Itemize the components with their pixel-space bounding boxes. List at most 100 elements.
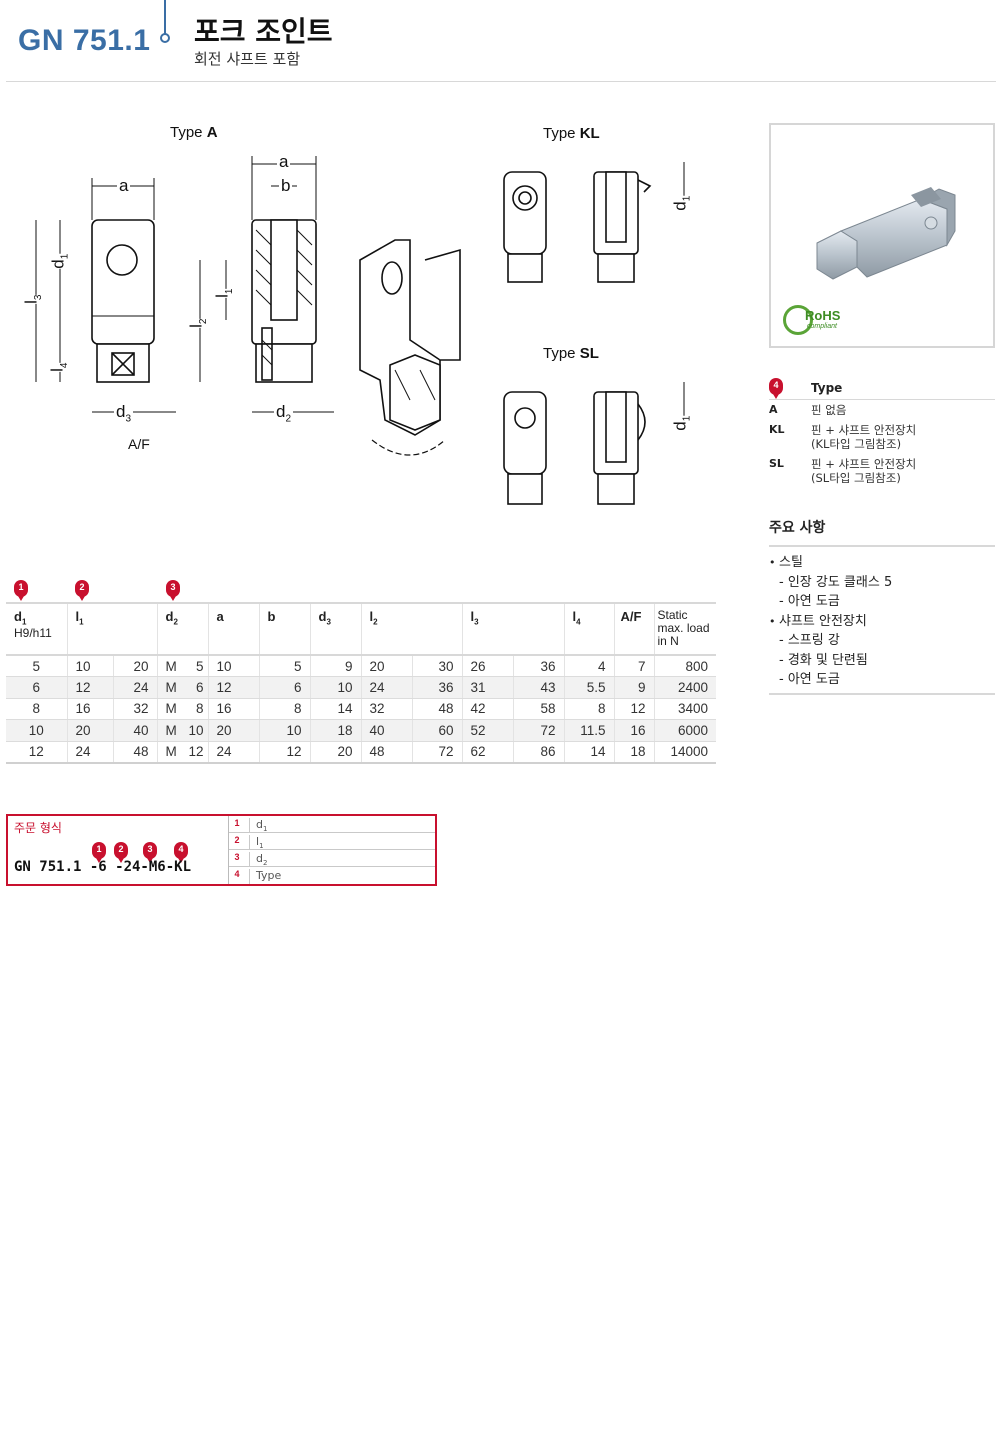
col-d3: d3: [309, 602, 361, 656]
fact-subitem: 아연 도금: [769, 670, 995, 690]
cell: 11.5: [563, 719, 614, 742]
badge-1: 1: [92, 842, 106, 863]
cell: 24: [112, 676, 157, 699]
table-row: 6 12 24 M 6 12 6 10 24 36 31 43 5.5 9 24…: [6, 676, 716, 699]
cell: 86: [512, 741, 564, 764]
type-row-a: A 핀 없음: [769, 400, 995, 420]
table-row: 10 20 40 M 10 20 10 18 40 60 52 72 11.5 …: [6, 719, 716, 742]
cell: 14: [309, 698, 361, 720]
order-legend: 1 d1 2 l1 3 d2 4 Type: [228, 816, 435, 884]
dim-d3-label: d3: [114, 402, 134, 425]
table-row: 8 16 32 M 8 16 8 14 32 48 42 58 8 12 340…: [6, 698, 716, 720]
key-facts-list: 스틸 인장 강도 클래스 5 아연 도금 샤프트 안전장치 스프링 강 경화 및…: [769, 553, 995, 695]
type-sl-label: Type SL: [543, 345, 599, 362]
cell: 16: [66, 698, 113, 720]
key-facts-title: 주요 사항: [769, 517, 995, 547]
cell: 30: [411, 655, 462, 677]
dim-l3-label: l3: [21, 294, 44, 304]
fact-subitem: 아연 도금: [769, 592, 995, 612]
dim-a-label: a: [117, 176, 131, 196]
cell: 8: [177, 698, 208, 720]
cell: 20: [66, 719, 113, 742]
cell: 16: [207, 698, 259, 720]
cell: 6: [258, 676, 310, 699]
cell: 48: [112, 741, 157, 764]
legend-row: 3 d2: [229, 850, 435, 867]
type-desc: 핀 + 샤프트 안전장치(KL타입 그림참조): [811, 423, 917, 451]
col-af: A/F: [613, 602, 654, 656]
cell: 8: [6, 698, 67, 720]
cell: 7: [613, 655, 654, 677]
cell: 8: [563, 698, 614, 720]
col-l3: l3: [461, 602, 564, 656]
cell: M: [156, 655, 177, 677]
dim-a-side-label: a: [277, 152, 291, 172]
legend-desc: l1: [249, 835, 264, 850]
col-l1: l1: [66, 602, 157, 656]
cell: 8: [258, 698, 310, 720]
product-photo: RoHS compliant: [769, 123, 995, 348]
fact-subitem: 스프링 강: [769, 631, 995, 651]
legend-number: 1: [234, 818, 240, 828]
product-code: GN 751.1: [18, 24, 151, 57]
type-key: KL: [769, 423, 785, 436]
table-row: 5 10 20 M 5 10 5 9 20 30 26 36 4 7 800: [6, 655, 716, 677]
type-a-side-view: [251, 219, 317, 383]
col-b: b: [258, 602, 310, 656]
type-legend-title: Type: [811, 381, 843, 395]
cell: 20: [112, 655, 157, 677]
cell: 6000: [653, 719, 716, 742]
cell: M: [156, 676, 177, 699]
legend-desc: Type: [249, 869, 281, 884]
isometric-view: [359, 239, 461, 456]
cell: 20: [360, 655, 412, 677]
type-row-kl: KL 핀 + 샤프트 안전장치(KL타입 그림참조): [769, 420, 995, 454]
cell: 26: [461, 655, 513, 677]
col-l4: l4: [563, 602, 614, 656]
rohs-check-icon: [783, 305, 813, 335]
cell: 52: [461, 719, 513, 742]
fork-joint-image: [816, 187, 956, 280]
cell: M: [156, 719, 177, 742]
kl-dim-d1-label: d1: [670, 195, 693, 211]
cell: 20: [207, 719, 259, 742]
type-a-front-view: [91, 219, 155, 383]
legend-number: 3: [234, 852, 240, 862]
cell: 12: [177, 741, 208, 764]
header-divider-dot: [160, 33, 170, 43]
cell: 14000: [653, 741, 716, 764]
dim-l4-label: l4: [47, 362, 70, 372]
badge-2: 2: [75, 580, 89, 601]
cell: 18: [309, 719, 361, 742]
cell: 5: [177, 655, 208, 677]
type-desc: 핀 없음: [811, 403, 847, 417]
cell: 12: [207, 676, 259, 699]
cell: 24: [360, 676, 412, 699]
cell: 800: [653, 655, 716, 677]
cell: 18: [613, 741, 654, 764]
fact-item: 샤프트 안전장치: [769, 612, 995, 632]
sl-dim-d1-label: d1: [670, 415, 693, 431]
badge-3: 3: [143, 842, 157, 863]
header-rule: [6, 81, 996, 82]
badge-4: 4: [769, 378, 783, 399]
cell: M: [156, 741, 177, 764]
type-legend: 4 Type A 핀 없음 KL 핀 + 샤프트 안전장치(KL타입 그림참조)…: [769, 378, 995, 488]
cell: 42: [461, 698, 513, 720]
cell: 10: [309, 676, 361, 699]
page-subtitle: 회전 샤프트 포함: [194, 50, 301, 68]
legend-row: 4 Type: [229, 867, 435, 884]
fact-item: 스틸: [769, 553, 995, 573]
fact-subitem: 경화 및 단련됨: [769, 651, 995, 671]
cell: 10: [207, 655, 259, 677]
dim-af-label: A/F: [128, 436, 150, 452]
cell: 14: [563, 741, 614, 764]
type-sl-side-view: [593, 391, 646, 505]
cell: 32: [112, 698, 157, 720]
cell: 12: [258, 741, 310, 764]
cell: 72: [411, 741, 462, 764]
